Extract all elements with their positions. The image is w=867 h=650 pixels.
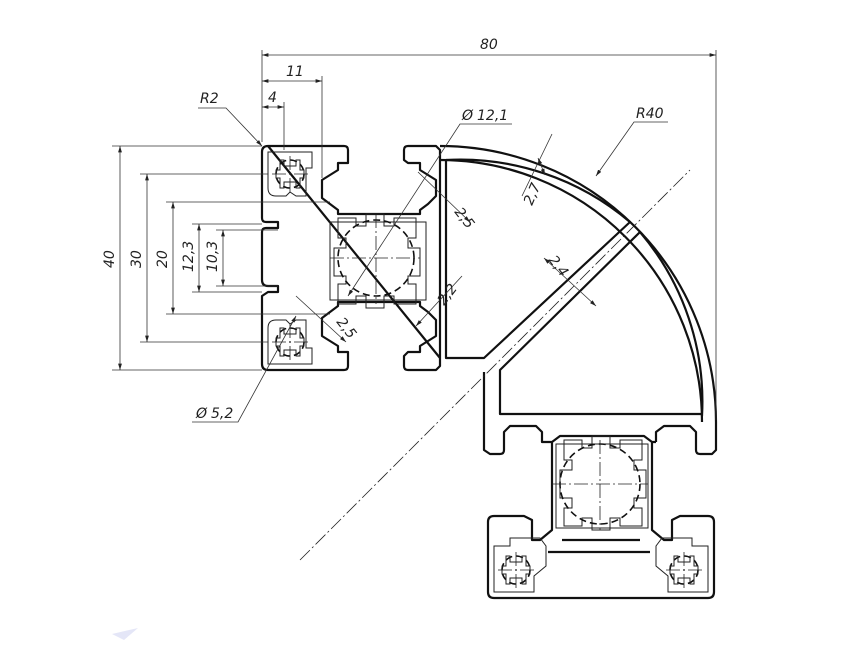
dim-2-2-label: 2,2 [435, 281, 461, 308]
outer-arc [439, 144, 718, 423]
dim-2-5-bottom-label: 2,5 [333, 315, 359, 342]
dimension-lines [112, 50, 717, 423]
dim-30-label: 30 [129, 250, 145, 268]
dim-12-3-label: 12,3 [181, 241, 197, 272]
scan-artifact [112, 628, 138, 640]
inner-chamber-right [498, 230, 704, 418]
dim-r2-label: R2 [200, 91, 219, 107]
right-edge [654, 422, 718, 456]
dim-4-label: 4 [268, 90, 277, 106]
inner-chamber-left [444, 158, 632, 360]
bottom-left-hole-key [501, 555, 531, 585]
diameter-symbol: Ø [461, 108, 474, 124]
dim-dia12-1: Ø 12,1 [461, 108, 508, 124]
left-lower-hole-key [275, 327, 305, 357]
dim-40-label: 40 [102, 250, 118, 268]
dim-r40-label: R40 [636, 106, 664, 122]
bottom-right-hole-key [669, 555, 699, 585]
dim-80-label: 80 [480, 37, 498, 53]
bottom-right-slot [655, 537, 709, 593]
bottom-core [555, 443, 649, 529]
dim-11-label: 11 [286, 64, 304, 80]
quarter-round-section [439, 144, 718, 456]
bottom-core-key [559, 435, 647, 531]
center-lines [272, 156, 702, 588]
inner-arc [439, 158, 704, 423]
dim-10-3-label: 10,3 [205, 241, 221, 272]
dim-dia5-2-label: 5,2 [211, 406, 233, 422]
dim-dia12-1-label: 12,1 [477, 108, 508, 124]
dim-20-label: 20 [155, 250, 171, 268]
left-lower-slot [267, 319, 313, 365]
dim-2-7-label: 2,7 [521, 181, 544, 208]
bottom-left-slot [493, 537, 547, 593]
left-core-key [333, 213, 421, 309]
left-profile-outline [260, 144, 442, 372]
left-upper-slot [267, 151, 313, 197]
bottom-profile-outline [482, 372, 716, 600]
diameter-symbol: Ø [195, 406, 208, 422]
bottom-profile-section [482, 372, 716, 600]
dim-dia5-2: Ø 5,2 [195, 406, 233, 422]
bottom-lower-web [548, 538, 650, 554]
left-core [329, 221, 427, 301]
dim-2-5-top-label: 2,5 [451, 205, 477, 232]
dimension-labels: 80 11 4 R2 40 30 20 12,3 10,3 Ø 12,1 R40… [102, 37, 664, 422]
dim-2-4-label: 2,4 [545, 253, 571, 280]
left-upper-hole-key [275, 159, 305, 189]
